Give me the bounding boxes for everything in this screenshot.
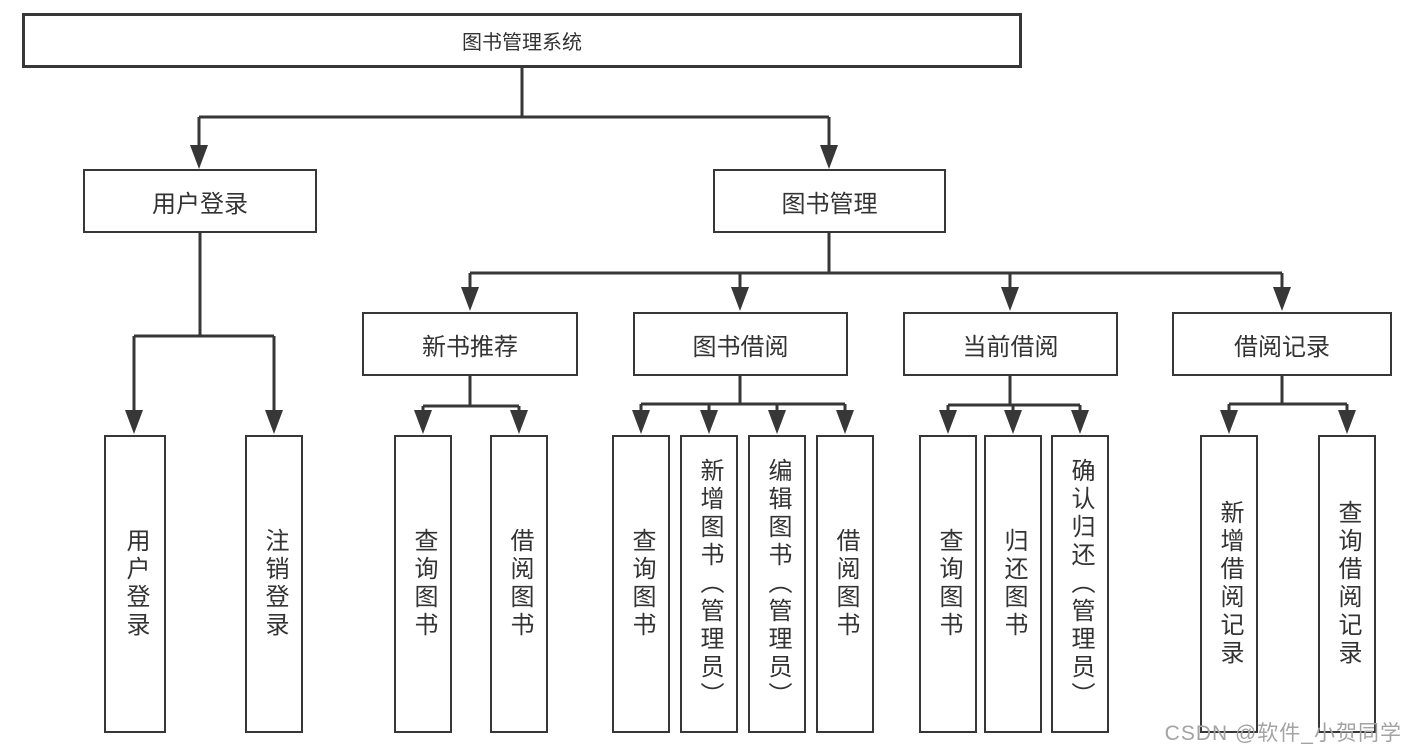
leaf-label: 确认归还（管理员） (1067, 458, 1094, 710)
leaf-label: 查询图书 (410, 528, 437, 640)
leaf-label: 新增借阅记录 (1216, 500, 1243, 668)
node-label: 借阅记录 (1234, 333, 1330, 361)
connector-book-management-to-groups (461, 233, 1291, 311)
leaf-borrow-books-recommend: 借阅图书 (490, 435, 548, 733)
arrowhead-down-icon (768, 410, 786, 434)
node-book-borrow: 图书借阅 (633, 312, 848, 376)
leaf-query-books-borrow: 查询图书 (612, 435, 670, 733)
node-label: 图书管理系统 (462, 32, 582, 54)
leaf-label: 借阅图书 (506, 528, 533, 640)
arrowhead-down-icon (1220, 410, 1238, 434)
arrowhead-down-icon (820, 145, 838, 169)
arrowhead-down-icon (265, 410, 283, 434)
leaf-label: 借阅图书 (832, 528, 859, 640)
node-current-borrow: 当前借阅 (903, 312, 1118, 376)
arrowhead-down-icon (632, 410, 650, 434)
leaf-label: 用户登录 (122, 528, 149, 640)
leaf-query-borrow-record: 查询借阅记录 (1318, 435, 1376, 733)
csdn-watermark: CSDN @软件_小贺同学 (1164, 722, 1402, 745)
connector-line (1227, 376, 1349, 412)
connector-borrow-record-to-leaves (1220, 376, 1356, 434)
connector-line (132, 233, 276, 412)
leaf-add-books-admin: 新增图书（管理员） (680, 435, 738, 733)
leaf-label: 新增图书（管理员） (696, 458, 723, 710)
connector-root-to-level1 (190, 68, 838, 169)
arrowhead-down-icon (461, 287, 479, 311)
node-label: 新书推荐 (422, 333, 518, 361)
leaf-query-books-recommend: 查询图书 (394, 435, 452, 733)
connector-new-book-recommend-to-leaves (414, 376, 528, 434)
arrowhead-down-icon (1071, 410, 1089, 434)
node-label: 当前借阅 (962, 333, 1059, 361)
node-user-login: 用户登录 (83, 169, 317, 233)
node-label: 用户登录 (152, 190, 248, 218)
leaf-label: 归还图书 (1000, 528, 1027, 640)
connector-line (639, 376, 847, 412)
leaf-label: 查询图书 (628, 528, 655, 640)
connector-line (421, 376, 521, 412)
leaf-confirm-return-admin: 确认归还（管理员） (1051, 435, 1109, 733)
leaf-edit-books-admin: 编辑图书（管理员） (748, 435, 806, 733)
arrowhead-down-icon (939, 410, 957, 434)
connector-line (197, 68, 831, 147)
node-library-management-system: 图书管理系统 (22, 13, 1022, 68)
node-book-management: 图书管理 (713, 169, 946, 233)
leaf-borrow-books: 借阅图书 (816, 435, 874, 733)
arrowhead-down-icon (1273, 287, 1291, 311)
arrowhead-down-icon (190, 145, 208, 169)
arrowhead-down-icon (125, 410, 143, 434)
node-label: 图书管理 (781, 190, 878, 218)
leaf-add-borrow-record: 新增借阅记录 (1200, 435, 1258, 733)
arrowhead-down-icon (1338, 410, 1356, 434)
leaf-logout-login: 注销登录 (245, 435, 303, 733)
arrowhead-down-icon (731, 287, 749, 311)
leaf-user-login: 用户登录 (104, 435, 166, 733)
leaf-label: 注销登录 (261, 528, 288, 640)
node-new-book-recommend: 新书推荐 (362, 312, 578, 376)
node-borrow-record: 借阅记录 (1172, 312, 1392, 376)
arrowhead-down-icon (1001, 287, 1019, 311)
connector-current-borrow-to-leaves (939, 376, 1089, 434)
leaf-label: 编辑图书（管理员） (764, 458, 791, 710)
arrowhead-down-icon (836, 410, 854, 434)
arrowhead-down-icon (1004, 410, 1022, 434)
arrowhead-down-icon (414, 410, 432, 434)
connector-line (468, 233, 1284, 289)
leaf-label: 查询借阅记录 (1334, 500, 1361, 668)
connector-line (946, 376, 1082, 412)
leaf-query-books-current: 查询图书 (919, 435, 977, 733)
arrowhead-down-icon (700, 410, 718, 434)
leaf-label: 查询图书 (935, 528, 962, 640)
connector-book-borrow-to-leaves (632, 376, 854, 434)
leaf-return-books: 归还图书 (984, 435, 1042, 733)
connector-user-login-to-leaves (125, 233, 283, 434)
node-label: 图书借阅 (692, 333, 789, 361)
arrowhead-down-icon (510, 410, 528, 434)
